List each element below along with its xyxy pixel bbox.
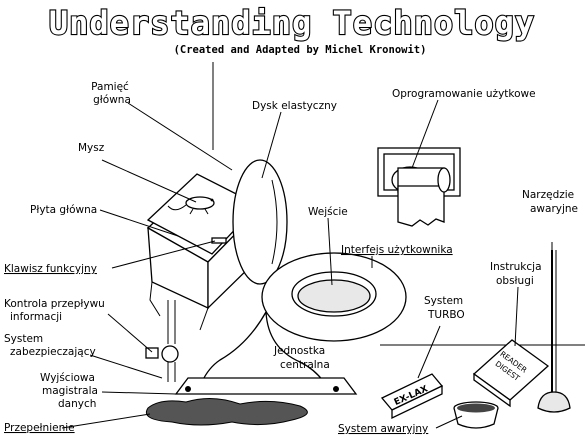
toilet-tank-illustration [146,173,260,331]
label-instrukcja-1: Instrukcja [490,261,542,273]
reader-digest-book-illustration: READER DIGEST [472,339,550,408]
plunger-illustration [537,250,571,413]
label-plyta: Płyta główna [30,204,97,216]
label-dysk: Dysk elastyczny [252,100,337,112]
toilet-bowl-illustration [174,252,407,395]
label-wejscie: Wejście [308,206,348,218]
label-turbo-2: TURBO [427,309,465,321]
toilet-paper-holder-illustration [377,147,461,227]
supply-pipe-illustration [145,300,179,382]
diagram-subtitle: (Created and Adapted by Michel Kronowit) [174,44,427,56]
label-system-zab-1: System [4,333,43,345]
label-jednostka-1: Jednostka [273,345,325,357]
label-wyjsciowa-1: Wyjściowa [40,372,95,384]
label-kontrola-2: informacji [10,311,62,323]
label-klawisz: Klawisz funkcyjny [4,263,97,275]
label-przepelnienie: Przepełnienie [4,422,75,434]
puddle-illustration [146,398,308,426]
labels: Pamięć główna Mysz Płyta główna Klawisz … [4,81,578,435]
label-system-zab-2: zabezpieczający [10,346,96,358]
diagram-title: Understanding Technology [49,4,535,42]
wall-lines [212,62,585,346]
label-kontrola-1: Kontrola przepływu [4,298,105,310]
label-instrukcja-2: obsługi [496,275,534,287]
label-wyjsciowa-2: magistrala [42,385,98,397]
label-pamiec-1: Pamięć [91,81,129,93]
label-pamiec-2: główna [93,94,131,106]
leader-lines [61,99,553,429]
label-narzedzie-2: awaryjne [530,203,578,215]
lid-illustration [232,159,288,285]
label-wyjsciowa-3: danych [58,398,96,410]
label-jednostka-2: centralna [280,359,330,371]
label-awaryjny: System awaryjny [338,423,428,435]
label-mysz: Mysz [78,142,105,154]
label-turbo-1: System [424,295,463,307]
mouse-illustration [167,196,215,215]
pot-illustration [453,401,499,429]
label-oprogramowanie: Oprogramowanie użytkowe [392,88,536,100]
label-interfejs: Interfejs użytkownika [341,244,453,256]
ex-lax-box-illustration: EX-LAX [380,373,444,420]
label-narzedzie-1: Narzędzie [522,189,574,201]
